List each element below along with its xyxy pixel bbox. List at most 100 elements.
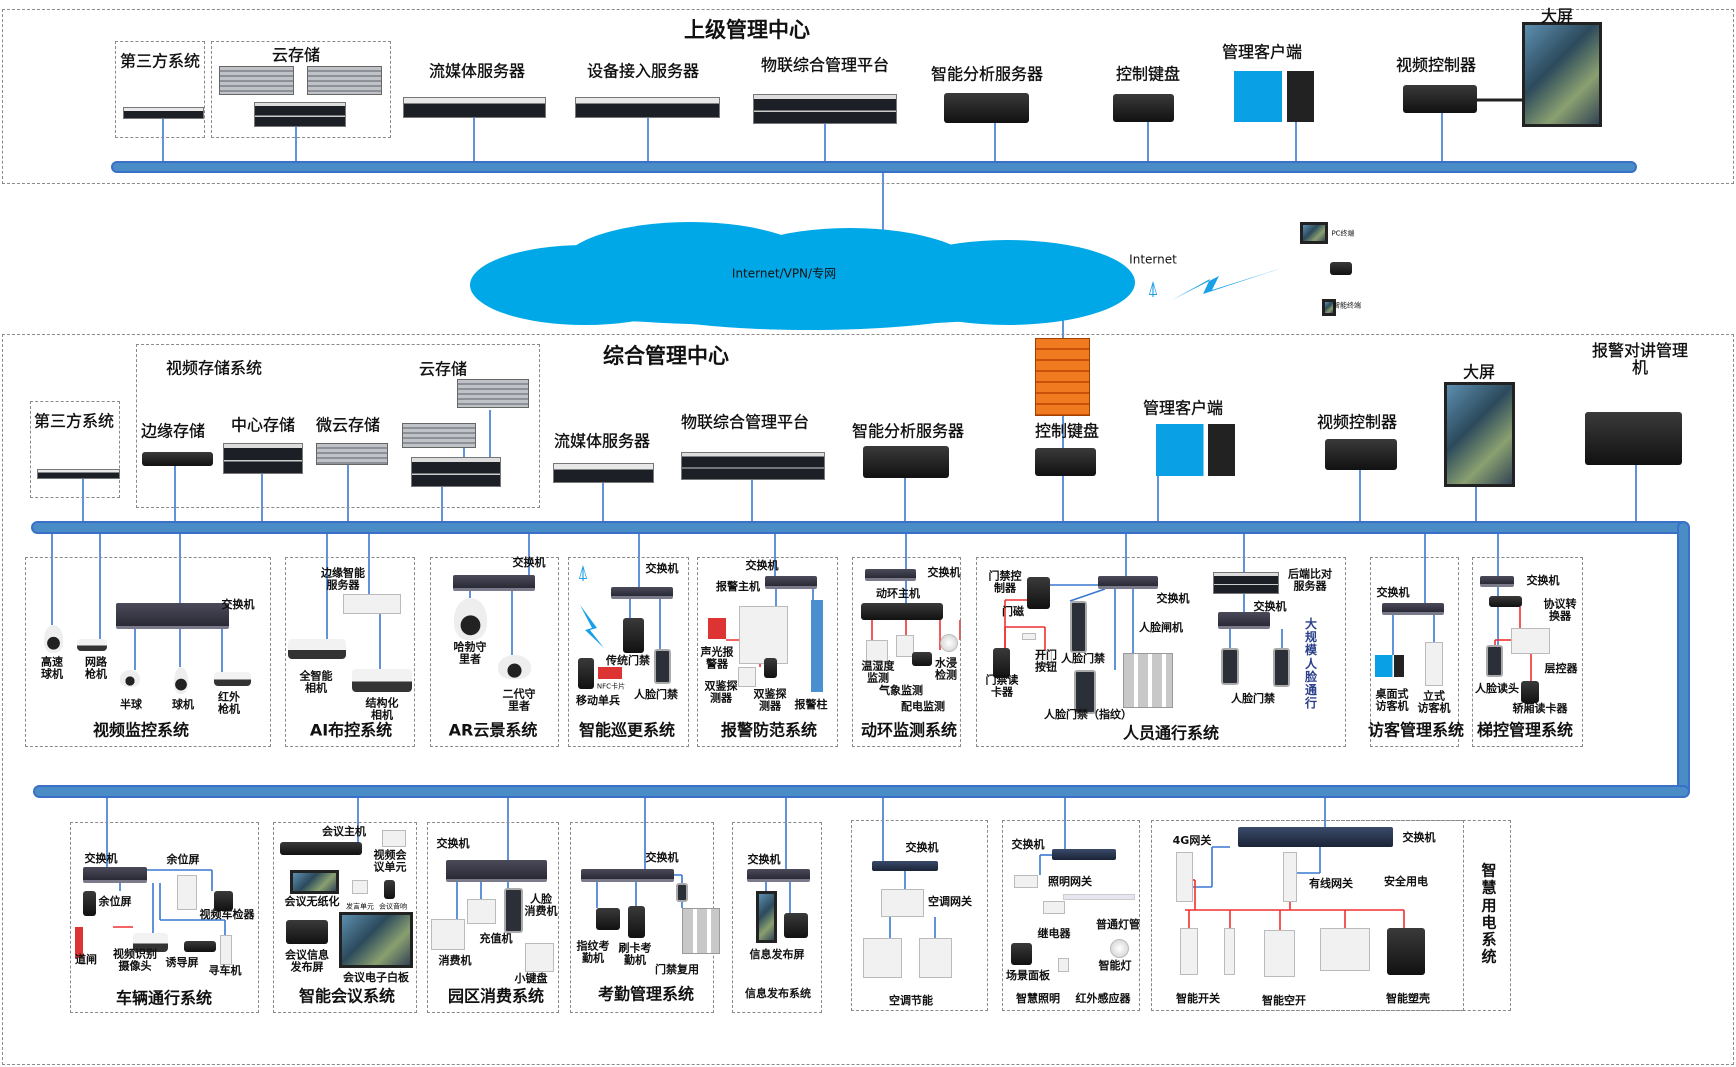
subsystem-title: 智慧照明 <box>1016 992 1060 1006</box>
desktop-visitor-icon <box>1375 655 1404 677</box>
switch-icon <box>865 569 916 581</box>
smart-camera-label: 全智能 相机 <box>299 669 333 694</box>
label: 物联综合管理平台 <box>760 55 890 75</box>
card-attendance-icon <box>628 906 645 938</box>
switch-icon <box>1382 603 1444 615</box>
ai-control-box <box>285 557 415 747</box>
cloud-storage-server-icon <box>411 457 501 487</box>
switch-icon <box>446 860 547 882</box>
nfc-label: NFC卡片 <box>596 682 626 691</box>
storage-server-icon <box>254 102 346 127</box>
antenna-tower-icon: ⍋ <box>577 560 589 584</box>
label: 第三方系统 <box>33 411 115 431</box>
host-label: 动环主机 <box>876 587 920 601</box>
structured-camera-icon <box>352 669 412 692</box>
switch1-label: 交换机 <box>1156 592 1190 606</box>
door-controller-icon <box>1027 577 1050 609</box>
storage-chassis-icon <box>219 66 294 95</box>
keypad-label: 小键盘 <box>514 972 548 986</box>
controller-label: 门禁控 制器 <box>988 569 1022 594</box>
antenna-tower-icon: ⍋ <box>1147 276 1159 300</box>
subsystem-title: 空调节能 <box>889 994 933 1008</box>
switch-icon <box>116 603 229 629</box>
switch2-label: 交换机 <box>1253 600 1287 614</box>
label: 流媒体服务器 <box>428 61 526 81</box>
wireless-lightning-icon <box>1172 268 1282 300</box>
subsystem-title: 动环监测系统 <box>860 720 958 740</box>
switch-label: 交换机 <box>1011 838 1045 852</box>
smart-breaker-icon <box>1320 928 1370 971</box>
core-network-bus-riser <box>1677 521 1690 797</box>
keypad-icon <box>525 943 554 972</box>
guide-screen-icon <box>184 941 216 952</box>
smart-mccb-icon <box>1387 928 1425 975</box>
video-unit-label: 视频会 议单元 <box>373 848 407 873</box>
switch-label: 交换机 <box>512 556 546 570</box>
pillar-label: 报警柱 <box>794 698 828 712</box>
network-link-line <box>1069 588 1106 602</box>
face-pos-label: 人脸 消费机 <box>524 892 558 917</box>
bullet-label: 网路 枪机 <box>85 655 107 680</box>
smart-camera-icon <box>288 639 346 659</box>
elevator-box <box>1472 557 1583 747</box>
paperless-screen-icon <box>290 870 339 894</box>
face-fingerprint-terminal-icon <box>1074 670 1096 714</box>
scene-panel-icon <box>1011 943 1032 965</box>
face-reader-label: 人脸读头 <box>1475 682 1519 696</box>
large-scale-label: 大 规 模 人 脸 通 行 <box>1304 616 1317 710</box>
switch-label: 交换机 <box>221 598 255 612</box>
vehicle-box <box>70 822 259 1013</box>
detector-icon <box>738 667 756 687</box>
lighting-gateway-icon <box>1014 875 1038 888</box>
analysis-server-icon <box>863 446 949 478</box>
edge-server-label: 边缘智能 服务器 <box>321 566 365 591</box>
fingerprint-attendance-icon <box>596 908 620 930</box>
recharge-icon <box>467 899 496 924</box>
smart-mccb-label: 智能塑壳 <box>1386 992 1430 1006</box>
wired-gw-label: 有线网关 <box>1309 877 1353 891</box>
label: 智能分析服务器 <box>851 421 965 441</box>
host-label: 会议主机 <box>322 825 366 839</box>
half-dome-camera-icon <box>120 670 140 687</box>
half-dome-label: 半球 <box>120 698 142 712</box>
label: 视频控制器 <box>1395 55 1477 75</box>
switch-label: 交换机 <box>747 853 781 867</box>
card-reader-icon <box>993 648 1010 678</box>
lighting-box <box>1002 820 1140 1011</box>
env-host-icon <box>861 603 943 620</box>
power-inner-box <box>1151 820 1464 1011</box>
label: 大屏 <box>1540 6 1574 26</box>
env-monitor-box <box>852 557 961 747</box>
cloud-shape <box>500 270 1100 326</box>
label: 流媒体服务器 <box>553 431 651 451</box>
subsystem-title: 智能会议系统 <box>298 986 396 1006</box>
subsystem-title: 智能巡更系统 <box>578 720 676 740</box>
screen-label: 信息发布屏 <box>749 948 805 962</box>
cloud-storage-icon <box>457 379 529 408</box>
speaker-unit-label: 发言单元 <box>346 902 374 911</box>
central-storage-icon <box>223 443 303 474</box>
ir-sensor-label: 红外感应器 <box>1075 992 1131 1006</box>
upper-center-region <box>2 9 1734 184</box>
access-network-bus <box>33 785 1690 798</box>
gen2-camera-icon <box>498 655 531 679</box>
lpr-camera-icon <box>133 933 168 952</box>
upper-center-title: 上级管理中心 <box>684 17 810 42</box>
video-surveillance-box <box>25 557 271 747</box>
wireless-lightning-icon <box>580 605 604 648</box>
label: 管理客户端 <box>1221 42 1303 62</box>
label: 第三方系统 <box>119 51 201 71</box>
ir-bullet-label: 红外 枪机 <box>218 690 240 715</box>
power-monitor-icon <box>912 652 932 666</box>
outdoor-unit-icon <box>863 938 902 978</box>
face-terminal-icon <box>1070 601 1087 653</box>
kiosk-visitor-icon <box>1425 642 1443 686</box>
compare-server-label: 后端比对 服务器 <box>1288 567 1332 592</box>
meeting-host-icon <box>280 842 362 855</box>
cloud-label: Internet/VPN/专网 <box>731 266 837 281</box>
button-label: 开门 按钮 <box>1035 648 1057 673</box>
face-terminal-icon <box>654 649 671 684</box>
switch-icon <box>1218 612 1270 629</box>
spaces2-label: 余位屏 <box>98 895 132 909</box>
label: 报警对讲管理机 <box>1592 341 1689 377</box>
